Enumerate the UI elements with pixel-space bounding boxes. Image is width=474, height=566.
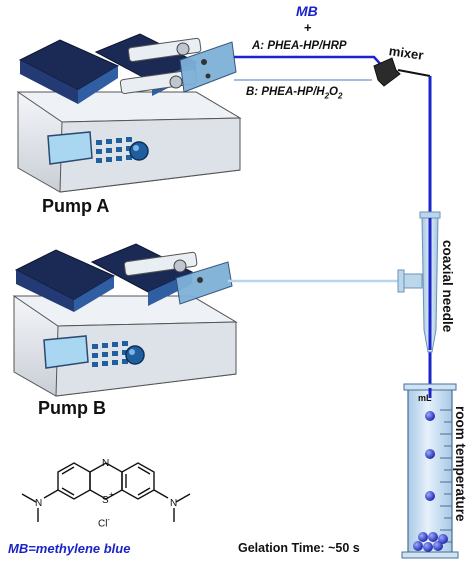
right-amine-nitrogen: N	[170, 498, 177, 509]
pump-b-label: Pump B	[38, 398, 107, 418]
plus-sign: +	[304, 20, 312, 35]
sulfur-atom: S	[102, 495, 109, 506]
line-b-mid: O	[329, 86, 338, 98]
chloride-charge: -	[107, 517, 110, 524]
line-a-label: A: PHEA-HP/HRP	[252, 40, 347, 52]
chloride-label: Cl-	[98, 517, 110, 529]
pump-a	[16, 33, 242, 193]
gel-bead	[425, 411, 435, 421]
graduated-cylinder	[401, 383, 459, 559]
mb-definition: MB=methylene blue	[8, 541, 131, 556]
left-amine-nitrogen: N	[35, 498, 42, 509]
line-b-sub2: 2	[338, 91, 343, 101]
room-temperature-label: room temperature	[453, 406, 468, 522]
gel-bead	[425, 449, 435, 459]
mb-label: MB	[296, 3, 318, 19]
ml-label: mL	[418, 393, 432, 403]
chloride-symbol: Cl	[98, 518, 108, 530]
coaxial-needle-label: coaxial needle	[440, 240, 455, 333]
gel-bead	[423, 542, 433, 552]
sulfur-charge: +	[109, 490, 114, 499]
methylene-blue-structure	[21, 462, 191, 522]
line-b-sub1: 2	[324, 91, 330, 101]
gel-bead	[428, 532, 438, 542]
gel-bead	[418, 532, 428, 542]
pump-a-label: Pump A	[42, 196, 110, 216]
mixer	[373, 57, 401, 87]
ring-nitrogen: N	[102, 458, 109, 469]
line-b-label: B: PHEA-HP/H2O2	[246, 86, 342, 100]
line-b-main: B: PHEA-HP/H	[246, 86, 325, 98]
gelation-time-label: Gelation Time: ~50 s	[238, 541, 360, 555]
gel-bead	[433, 541, 443, 551]
gel-bead	[425, 491, 435, 501]
gel-bead	[438, 534, 448, 544]
pump-b	[12, 243, 238, 397]
coaxial-needle	[397, 211, 441, 353]
gel-bead	[413, 541, 423, 551]
tubing-a	[234, 55, 385, 69]
